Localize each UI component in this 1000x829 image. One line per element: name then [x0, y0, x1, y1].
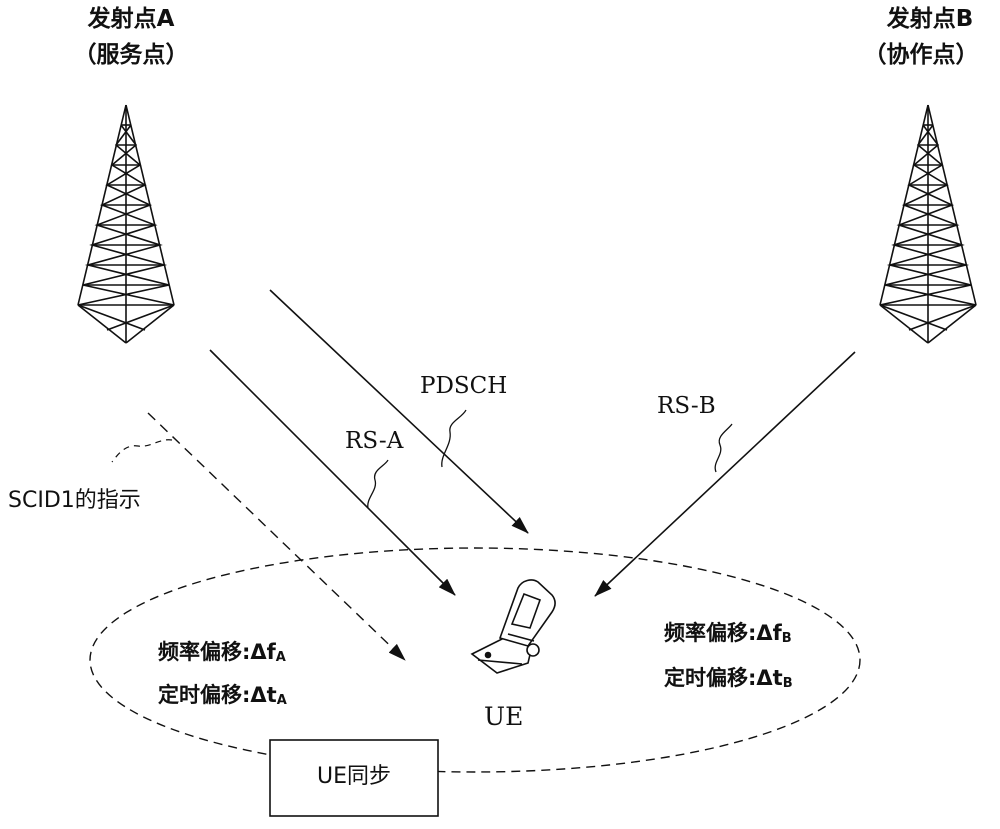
scid-leader [111, 439, 173, 463]
rs-a-label: RS-A [345, 428, 404, 454]
offset-a-freq-label: 频率偏移: [158, 640, 251, 664]
phone-icon [470, 579, 556, 674]
offset-b-time-sub: B [782, 676, 793, 691]
offset-a-time-label: 定时偏移: [158, 683, 251, 707]
offset-b-freq-label: 频率偏移: [664, 621, 757, 645]
offset-b-time-symbol: Δt [756, 666, 783, 690]
scid-arrow [147, 412, 406, 661]
rs-b-arrow [594, 351, 856, 597]
offset-b-time: 定时偏移:ΔtB [664, 666, 793, 691]
rs-a-leader [367, 459, 389, 509]
coverage-ellipse [89, 547, 861, 773]
scid-indication-label: SCID1的指示 [8, 488, 141, 513]
transmitter-a-role: （服务点） [73, 42, 189, 68]
offset-b-freq-symbol: Δf [756, 621, 782, 645]
ue-sync-label: UE同步 [316, 764, 391, 789]
transmitter-b-role: （协作点） [863, 42, 979, 68]
pdsch-label: PDSCH [420, 373, 508, 399]
offset-a-freq-sub: A [275, 650, 286, 665]
rs-b-label: RS-B [657, 393, 716, 419]
offset-b-freq-sub: B [781, 631, 792, 646]
offset-a-time-symbol: Δt [250, 683, 277, 707]
offset-b-freq: 频率偏移:ΔfB [664, 621, 792, 646]
transmitter-a-title: 发射点A [87, 6, 175, 32]
rs-b-leader [714, 423, 733, 473]
offset-a-freq: 频率偏移:ΔfA [158, 640, 286, 665]
rs-a-arrow [209, 349, 456, 596]
offset-a-time-sub: A [276, 693, 287, 708]
offset-a-freq-symbol: Δf [250, 640, 276, 664]
offset-a-time: 定时偏移:ΔtA [158, 683, 287, 708]
pdsch-leader [441, 409, 467, 468]
tower-a-icon [77, 104, 175, 344]
transmitter-b-title: 发射点B [886, 6, 974, 32]
ue-sync-box [269, 739, 439, 817]
ue-label: UE [484, 702, 524, 731]
offset-b-time-label: 定时偏移: [664, 666, 757, 690]
tower-b-icon [879, 104, 977, 344]
pdsch-arrow [269, 289, 529, 534]
